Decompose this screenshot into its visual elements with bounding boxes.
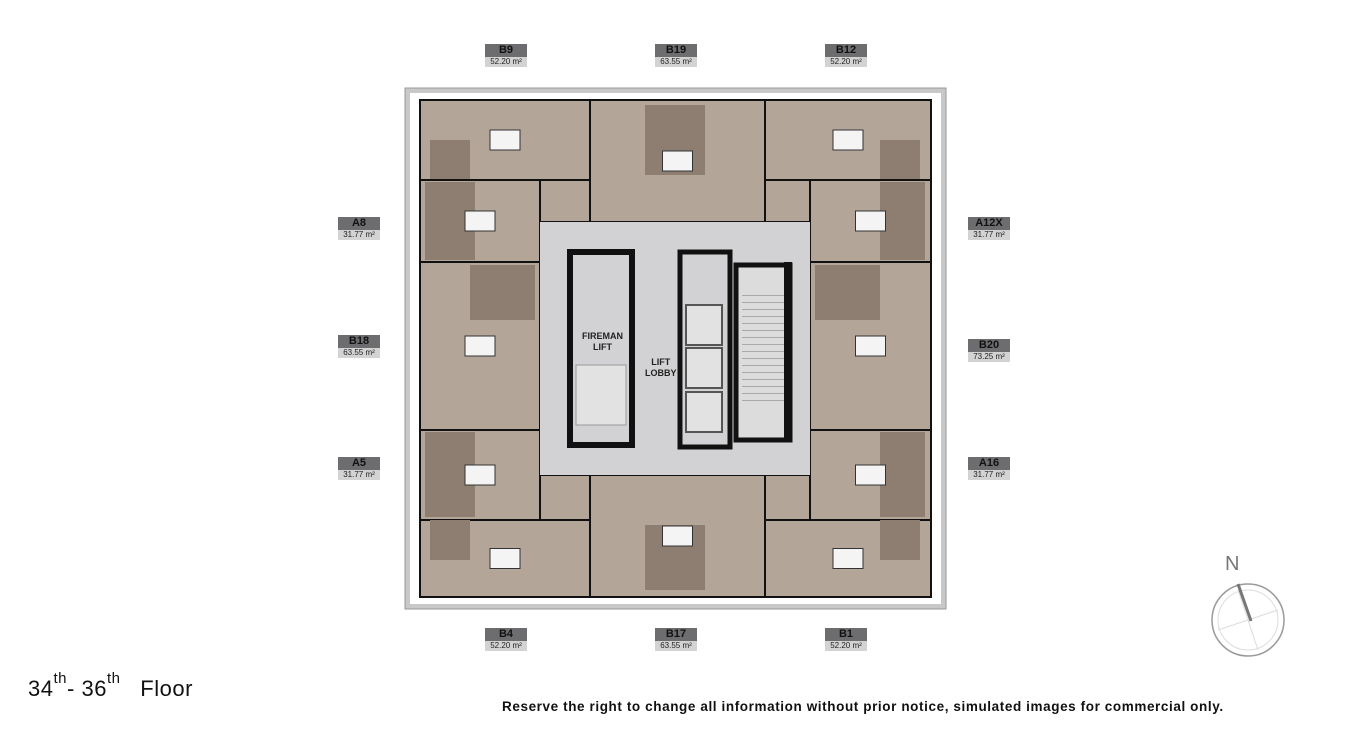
- unit-name: B20: [968, 339, 1010, 352]
- unit-b19-bathroom: [662, 150, 693, 172]
- unit-area: 31.77 m²: [338, 470, 380, 480]
- unit-b4-floor: [539, 474, 591, 521]
- stair-tread: [742, 309, 784, 310]
- unit-b9-bathroom: [489, 129, 521, 151]
- unit-a12x-bathroom: [855, 210, 886, 232]
- unit-name: A5: [338, 457, 380, 470]
- stair-tread: [742, 365, 784, 366]
- unit-area: 52.20 m²: [485, 641, 527, 651]
- unit-area: 31.77 m²: [968, 230, 1010, 240]
- stair-tread: [742, 386, 784, 387]
- unit-area: 31.77 m²: [338, 230, 380, 240]
- unit-area: 52.20 m²: [825, 57, 867, 67]
- unit-name: B9: [485, 44, 527, 57]
- fireman-lift-shaft: [567, 249, 635, 448]
- unit-a8-bathroom: [464, 210, 496, 232]
- unit-b1-bedroom: [880, 520, 920, 560]
- unit-b4-bedroom: [430, 520, 470, 560]
- unit-b20-bathroom: [855, 335, 886, 357]
- stair-tread: [742, 344, 784, 345]
- unit-b18-bathroom: [464, 335, 496, 357]
- unit-name: B19: [655, 44, 697, 57]
- unit-area: 63.55 m²: [655, 57, 697, 67]
- unit-area: 73.25 m²: [968, 352, 1010, 362]
- compass-north-label: N: [1225, 553, 1240, 575]
- unit-area: 52.20 m²: [485, 57, 527, 67]
- unit-b12-bathroom: [832, 129, 864, 151]
- unit-b1-floor: [764, 474, 811, 521]
- lift-car-3: [685, 391, 723, 433]
- unit-a16-bathroom: [855, 464, 886, 486]
- stair-tread: [742, 379, 784, 380]
- unit-b20-bedroom: [815, 265, 880, 320]
- disclaimer: Reserve the right to change all informat…: [502, 699, 1224, 714]
- stair-tread: [742, 337, 784, 338]
- unit-area: 31.77 m²: [968, 470, 1010, 480]
- unit-b12-floor: [764, 179, 811, 223]
- stair-tread: [742, 295, 784, 296]
- unit-area: 63.55 m²: [338, 348, 380, 358]
- unit-name: A12X: [968, 217, 1010, 230]
- stair-tread: [742, 302, 784, 303]
- compass-icon: [1211, 583, 1285, 657]
- stair-tread: [742, 323, 784, 324]
- unit-a16-bedroom: [880, 432, 925, 517]
- floor-title: 34th- 36th Floor: [28, 670, 193, 701]
- unit-name: B1: [825, 628, 867, 641]
- unit-b18-bedroom: [470, 265, 535, 320]
- unit-a12x-bedroom: [880, 182, 925, 260]
- lift-shaft-wall: [677, 249, 733, 450]
- unit-name: B4: [485, 628, 527, 641]
- lift-car-2: [685, 347, 723, 389]
- unit-area: 52.20 m²: [825, 641, 867, 651]
- unit-a5-bathroom: [464, 464, 496, 486]
- stair-tread: [742, 372, 784, 373]
- stair-tread: [742, 351, 784, 352]
- unit-b1-bathroom: [832, 548, 864, 569]
- unit-b17-bathroom: [662, 525, 693, 547]
- fireman-lift-car: [575, 364, 627, 426]
- stair-tread: [742, 358, 784, 359]
- unit-b9-floor: [539, 179, 591, 223]
- unit-name: B18: [338, 335, 380, 348]
- unit-name: B17: [655, 628, 697, 641]
- stair-core: [733, 262, 793, 443]
- unit-name: B12: [825, 44, 867, 57]
- unit-area: 63.55 m²: [655, 641, 697, 651]
- stair-tread: [742, 393, 784, 394]
- unit-b12-bedroom: [880, 140, 920, 180]
- unit-name: A8: [338, 217, 380, 230]
- stair-tread: [742, 330, 784, 331]
- unit-name: A16: [968, 457, 1010, 470]
- stair-tread: [742, 400, 784, 401]
- unit-b9-bedroom: [430, 140, 470, 180]
- unit-b4-bathroom: [489, 548, 521, 569]
- core-east-wall: [784, 262, 792, 442]
- lift-car-1: [685, 304, 723, 346]
- stair-tread: [742, 316, 784, 317]
